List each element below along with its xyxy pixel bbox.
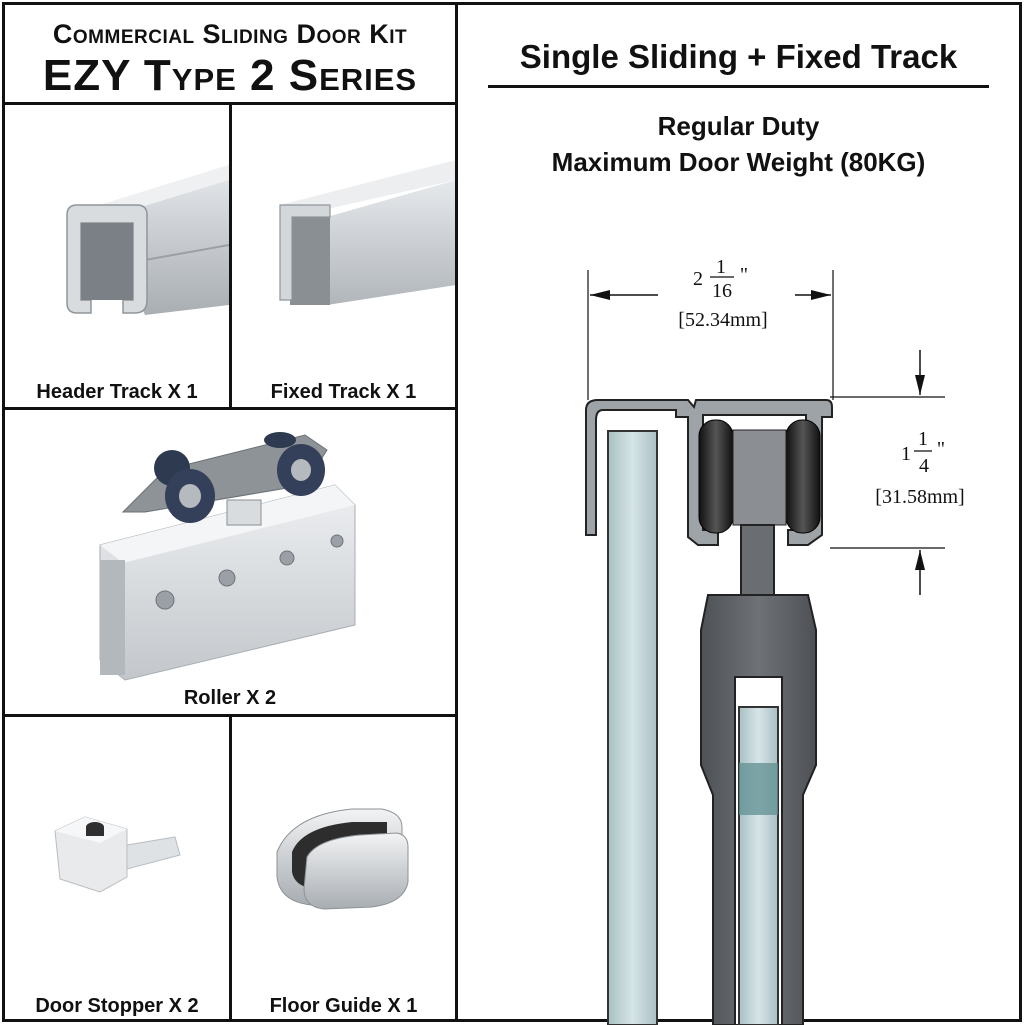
width-dimension <box>587 270 834 400</box>
roller-panel: Roller X 2 <box>2 407 458 717</box>
kit-title-line1: Commercial Sliding Door Kit <box>52 19 408 49</box>
width-mm: [52.34mm] <box>678 309 767 331</box>
fixed-track-panel: Fixed Track X 1 <box>229 102 458 410</box>
roller-label: Roller X 2 <box>183 687 277 709</box>
header-track-label: Header Track X 1 <box>36 381 198 403</box>
diagram-panel: Single Sliding + Fixed Track Regular Dut… <box>455 2 1022 1025</box>
title-underline <box>488 85 989 88</box>
fixed-glass-panel <box>607 430 658 1025</box>
roller-hub <box>732 429 787 526</box>
fixed-track-image <box>279 160 456 305</box>
max-weight-label: Maximum Door Weight (80KG) <box>551 147 926 177</box>
duty-label: Regular Duty <box>657 111 820 141</box>
height-dimension <box>830 350 945 595</box>
door-stopper-image <box>54 816 181 893</box>
glass-gasket <box>739 763 778 815</box>
width-numerator: 1 <box>716 256 726 278</box>
hanger-stem <box>740 524 775 596</box>
door-stopper-label: Door Stopper X 2 <box>35 995 199 1017</box>
door-stopper-panel: Door Stopper X 2 <box>2 714 232 1022</box>
height-mm: [31.58mm] <box>875 486 964 508</box>
right-wheel <box>785 419 821 534</box>
height-numerator: 1 <box>918 428 928 450</box>
floor-guide-label: Floor Guide X 1 <box>269 995 418 1017</box>
floor-guide-panel: Floor Guide X 1 <box>229 714 458 1022</box>
left-wheel <box>698 419 734 534</box>
floor-guide-image <box>276 808 409 910</box>
sliding-glass-door <box>738 706 779 1025</box>
height-whole: 1 <box>901 443 911 465</box>
roller-image <box>99 432 356 681</box>
height-inch-mark: " <box>937 438 945 460</box>
header-track-image <box>66 165 230 315</box>
header-track-panel: Header Track X 1 <box>2 102 232 410</box>
width-whole: 2 <box>693 268 703 290</box>
height-denominator: 4 <box>919 455 929 477</box>
kit-title-line2: EZY Type 2 Series <box>42 51 418 100</box>
fixed-track-label: Fixed Track X 1 <box>270 381 417 403</box>
diagram-title: Single Sliding + Fixed Track <box>519 38 958 75</box>
kit-title-panel: Commercial Sliding Door Kit EZY Type 2 S… <box>2 2 458 105</box>
width-denominator: 16 <box>712 280 732 302</box>
width-inch-mark: " <box>740 264 748 286</box>
track-cross-section-diagram: 2 1 16 " [52.34mm] 1 1 4 " [31.58mm] <box>585 256 965 1025</box>
